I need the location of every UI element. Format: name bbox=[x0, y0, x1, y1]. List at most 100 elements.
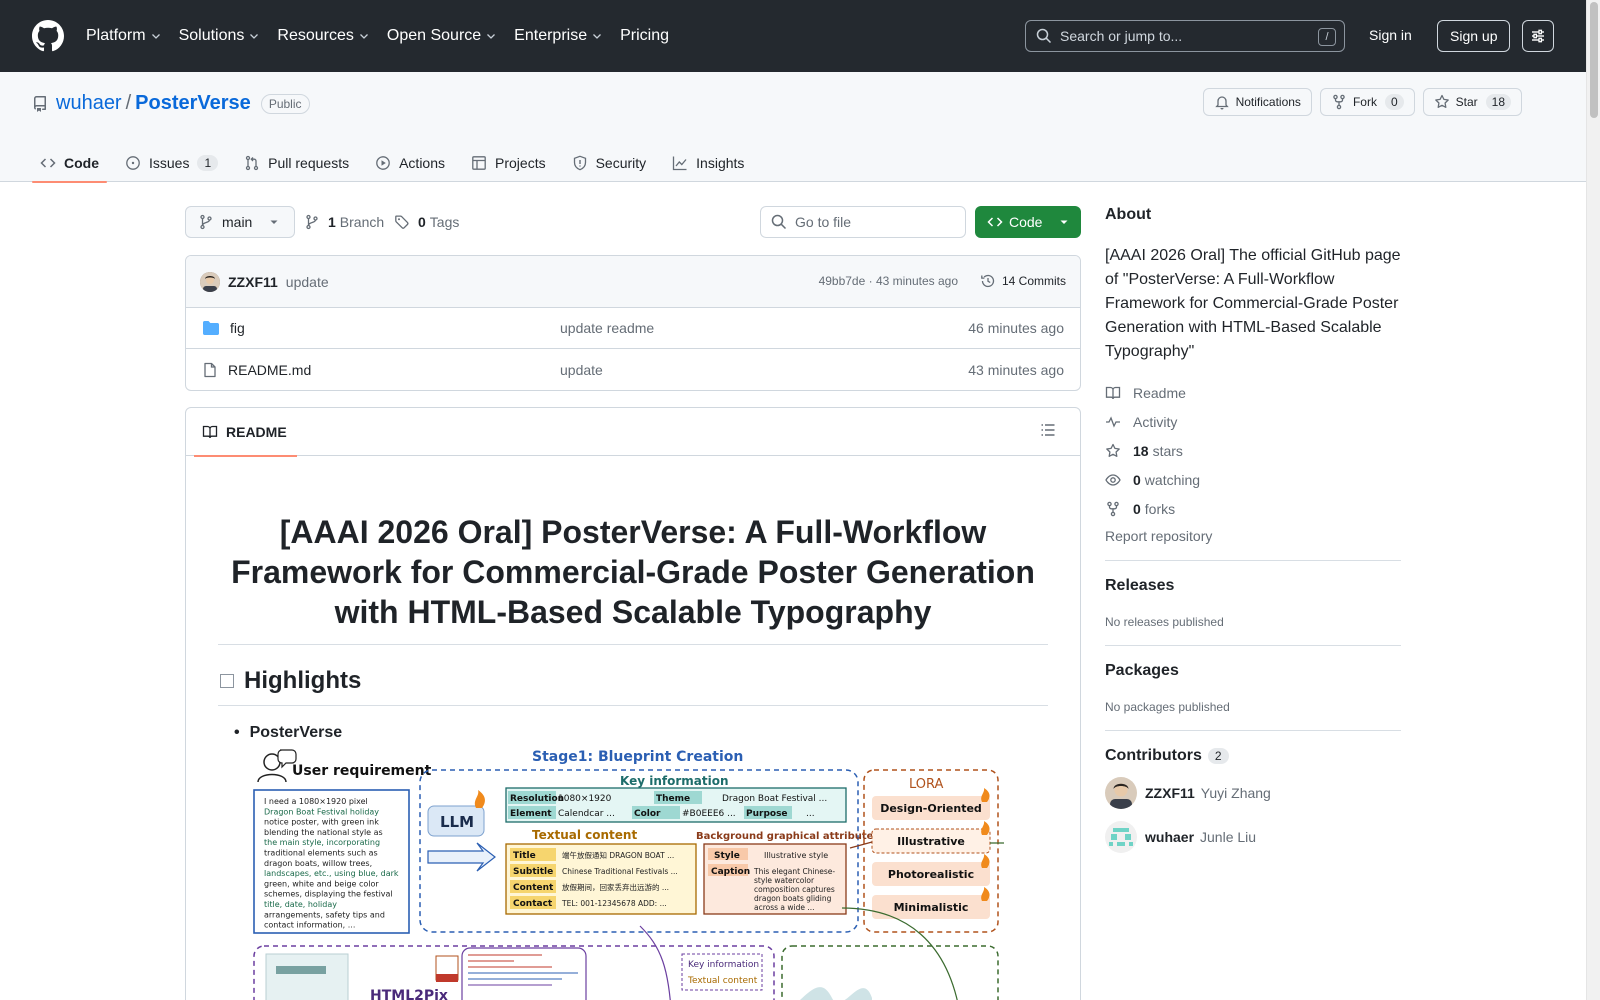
outline-list-icon[interactable] bbox=[1040, 422, 1056, 438]
commit-message-link[interactable]: update bbox=[285, 273, 329, 290]
textual-label: Contact bbox=[513, 899, 553, 909]
tags-link[interactable]: 0 Tags bbox=[394, 214, 459, 230]
style-cell bbox=[708, 848, 748, 860]
repo-header: wuhaer / PosterVerse Public Notification… bbox=[0, 72, 1586, 183]
user-requirement-box bbox=[253, 789, 410, 934]
user-requirement-line: green, white and beige color bbox=[264, 879, 379, 888]
issue-icon bbox=[126, 156, 140, 170]
file-name-link[interactable]: fig bbox=[230, 320, 245, 336]
tab-label: Issues bbox=[149, 155, 190, 171]
file-name-link[interactable]: README.md bbox=[228, 361, 312, 378]
key-label-cell bbox=[508, 791, 556, 804]
sidebar-link-count: 18 bbox=[1133, 442, 1149, 459]
textual-label-cell bbox=[510, 880, 556, 893]
sign-up-button[interactable]: Sign up bbox=[1437, 20, 1511, 52]
mountain-thumbnail bbox=[800, 987, 872, 1000]
branch-count: 1 bbox=[328, 214, 336, 230]
releases-heading[interactable]: Releases bbox=[1105, 577, 1175, 594]
repo-owner-link[interactable]: wuhaer bbox=[56, 92, 122, 114]
key-label-cell bbox=[632, 806, 680, 819]
branch-icon bbox=[200, 214, 212, 230]
file-commit-time: 46 minutes ago bbox=[968, 320, 1064, 336]
lora-item-box bbox=[871, 828, 991, 854]
tab-pull-requests[interactable]: Pull requests bbox=[236, 144, 357, 182]
nav-label: Platform bbox=[86, 27, 146, 44]
textual-label-cell bbox=[510, 896, 556, 909]
textual-content-label: Textual content bbox=[532, 828, 637, 842]
key-information-cell: Color bbox=[634, 809, 661, 819]
star-button[interactable]: Star 18 bbox=[1422, 88, 1522, 116]
chevron-down-icon bbox=[151, 34, 160, 39]
packages-heading[interactable]: Packages bbox=[1105, 662, 1179, 679]
scrollbar-thumb[interactable] bbox=[1590, 2, 1598, 118]
tab-insights[interactable]: Insights bbox=[664, 144, 752, 182]
github-logo-icon[interactable] bbox=[32, 20, 64, 52]
readme-tab[interactable]: README bbox=[194, 408, 297, 457]
contributor-avatar[interactable] bbox=[1105, 821, 1137, 853]
textual-label-cell bbox=[510, 864, 556, 877]
tab-projects[interactable]: Projects bbox=[463, 144, 554, 182]
sidebar-link-label: Readme bbox=[1133, 384, 1186, 401]
nav-solutions[interactable]: Solutions bbox=[179, 27, 260, 45]
connector-line bbox=[849, 841, 873, 849]
sign-in-link[interactable]: Sign in bbox=[1369, 27, 1412, 43]
file-commit-message[interactable]: update bbox=[560, 361, 603, 378]
branch-select-button[interactable]: main bbox=[185, 206, 296, 238]
repo-title: wuhaer / PosterVerse Public bbox=[32, 92, 310, 115]
readme-body: [AAAI 2026 Oral] PosterVerse: A Full-Wor… bbox=[186, 512, 1080, 742]
nav-enterprise[interactable]: Enterprise bbox=[514, 27, 602, 45]
commits-history-link[interactable]: 14 Commits bbox=[980, 273, 1066, 289]
nav-open-source[interactable]: Open Source bbox=[387, 27, 496, 45]
sidebar-link-label: forks bbox=[1144, 500, 1176, 517]
arrow-right-icon bbox=[427, 842, 496, 872]
branches-link[interactable]: 1 Branch bbox=[304, 214, 384, 230]
tab-security[interactable]: Security bbox=[564, 144, 655, 182]
report-repository-link[interactable]: Report repository bbox=[1105, 528, 1213, 544]
file-row[interactable]: fig update readme 46 minutes ago bbox=[186, 308, 1080, 349]
fork-button[interactable]: Fork 0 bbox=[1319, 88, 1415, 116]
nav-pricing[interactable]: Pricing bbox=[620, 27, 669, 45]
book-icon bbox=[202, 425, 218, 438]
author-avatar[interactable] bbox=[200, 271, 220, 292]
repo-name-link[interactable]: PosterVerse bbox=[135, 92, 251, 114]
header-settings-button[interactable] bbox=[1522, 20, 1554, 52]
code-dropdown-button[interactable]: Code bbox=[975, 206, 1081, 238]
sidebar-link-activity[interactable]: Activity bbox=[1105, 407, 1401, 436]
go-to-file-input[interactable]: Go to file bbox=[760, 206, 966, 238]
commit-author-link[interactable]: ZZXF11 bbox=[228, 273, 278, 290]
tab-code[interactable]: Code bbox=[32, 144, 107, 183]
key-information-label: Key information bbox=[620, 774, 729, 788]
tab-actions[interactable]: Actions bbox=[367, 144, 453, 182]
key-information-cell: Purpose bbox=[746, 809, 788, 819]
caption-line: composition captures bbox=[754, 885, 835, 894]
graph-icon bbox=[673, 156, 687, 171]
bottom-textual-content: Textual content bbox=[687, 976, 758, 986]
page-scrollbar[interactable] bbox=[1586, 0, 1600, 1000]
file-commit-message[interactable]: update readme bbox=[560, 320, 655, 336]
nav-resources[interactable]: Resources bbox=[277, 27, 368, 45]
notifications-button[interactable]: Notifications bbox=[1202, 88, 1312, 116]
global-search-input[interactable]: Search or jump to... / bbox=[1025, 20, 1345, 52]
sidebar-link-readme[interactable]: Readme bbox=[1105, 378, 1401, 407]
chevron-down-icon bbox=[250, 34, 259, 39]
contributor-avatar[interactable] bbox=[1105, 777, 1137, 809]
nav-label: Pricing bbox=[620, 27, 669, 44]
star-count: 18 bbox=[1485, 94, 1511, 110]
chevron-down-icon bbox=[487, 34, 496, 39]
commit-sha-time[interactable]: 49bb7de · 43 minutes ago bbox=[818, 274, 958, 288]
user-requirement-line: the main style, incorporating bbox=[264, 838, 380, 847]
heading-anchor-icon[interactable] bbox=[220, 674, 234, 688]
pulse-icon bbox=[1106, 415, 1120, 428]
code-button-label: Code bbox=[1009, 214, 1043, 230]
nav-platform[interactable]: Platform bbox=[86, 27, 161, 45]
